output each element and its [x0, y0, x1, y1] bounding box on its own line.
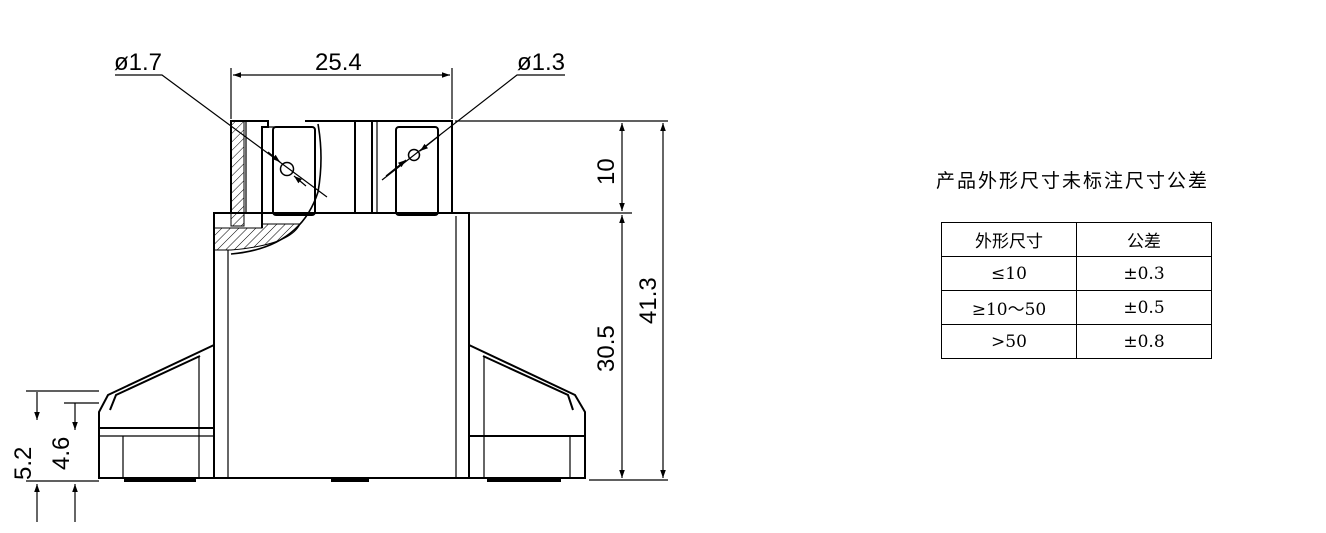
relay-outline — [98, 120, 586, 482]
cell-tolerance: ±0.5 — [1076, 290, 1212, 325]
header-dimension: 外形尺寸 — [941, 222, 1077, 257]
hole-leaders — [115, 74, 565, 198]
dim-label-width: 25.4 — [315, 49, 362, 76]
section-hatching — [213, 120, 301, 251]
table-row: ≥10～50 ±0.5 — [941, 290, 1212, 325]
cell-tolerance: ±0.3 — [1076, 256, 1212, 291]
dim-label-body-height: 30.5 — [593, 325, 620, 372]
dim-label-hole-left: ø1.7 — [114, 49, 162, 76]
table-row: >50 ±0.8 — [941, 324, 1212, 359]
dim-label-total-height: 41.3 — [635, 277, 662, 324]
cell-range: >50 — [941, 324, 1077, 359]
dim-label-base-inner: 4.6 — [48, 437, 75, 470]
dim-label-terminal-height: 10 — [593, 158, 620, 185]
dimension-width — [230, 68, 453, 119]
header-tolerance: 公差 — [1076, 222, 1212, 257]
cell-range: ≤10 — [941, 256, 1077, 291]
dim-label-base-outer: 5.2 — [10, 447, 37, 480]
tolerance-note: 产品外形尺寸未标注尺寸公差 — [936, 170, 1210, 192]
table-header-row: 外形尺寸 公差 — [941, 222, 1212, 257]
dimension-heights — [26, 120, 668, 522]
table-row: ≤10 ±0.3 — [941, 256, 1212, 291]
cell-tolerance: ±0.8 — [1076, 324, 1212, 359]
cell-range: ≥10～50 — [941, 290, 1077, 325]
tolerance-table: 外形尺寸 公差 ≤10 ±0.3 ≥10～50 ±0.5 >50 ±0.8 — [941, 222, 1212, 359]
dim-label-hole-right: ø1.3 — [517, 49, 565, 76]
